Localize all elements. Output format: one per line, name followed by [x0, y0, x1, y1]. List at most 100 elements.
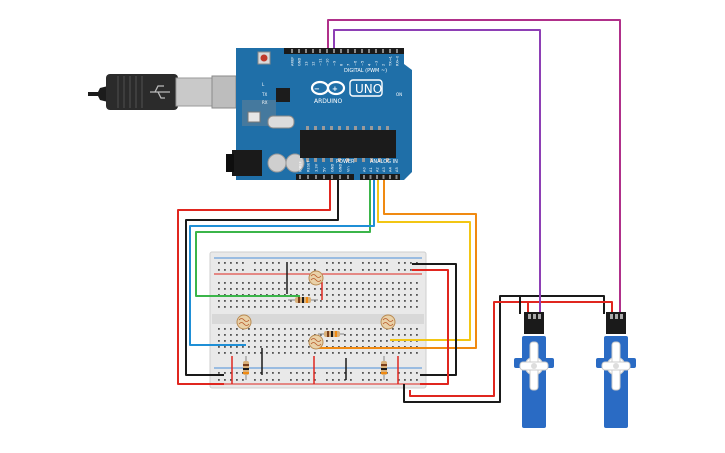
rx-led-label: RX [262, 100, 268, 105]
header-pin[interactable] [361, 49, 363, 53]
pin-label: 3.3V [315, 163, 319, 172]
power-header-label: POWER [336, 159, 355, 165]
arduino-logo-icon [310, 80, 346, 96]
pin-label: 13 [305, 61, 309, 66]
header-pin[interactable] [347, 175, 349, 179]
brand-label: ARDUINO [314, 98, 343, 105]
pin-label: A0 [363, 167, 367, 172]
pin-label: ~6 [354, 60, 358, 66]
header-pin[interactable] [354, 49, 356, 53]
pin-label: IOREF [299, 161, 303, 172]
wire-black-servo-gnd[interactable] [403, 295, 605, 403]
l-led-label: L [262, 82, 265, 87]
pin-label: A3 [382, 167, 386, 172]
analog-header-label: ANALOG IN [370, 159, 398, 165]
header-pin[interactable] [333, 49, 335, 53]
pin-label: A2 [376, 167, 380, 172]
photoresistor[interactable] [308, 270, 324, 286]
usb-chip [276, 88, 290, 102]
header-pin[interactable] [369, 175, 372, 179]
wire-orange-a3[interactable] [314, 180, 477, 349]
pin-label: ~9 [333, 60, 337, 66]
crystal [267, 115, 295, 129]
header-pin[interactable] [299, 175, 301, 179]
pin-label: AREF [291, 57, 295, 66]
usb-icon [150, 85, 170, 99]
pin-label: 2 [382, 64, 386, 66]
breadboard-center-channel [212, 314, 424, 324]
digital-header-label: DIGITAL (PWM ~) [344, 68, 387, 74]
header-pin[interactable] [389, 49, 391, 53]
pin-label: RX←0 [396, 55, 400, 66]
photoresistor[interactable] [308, 334, 324, 350]
pin-label: ~10 [326, 58, 330, 66]
pin-label: TX→1 [389, 56, 393, 67]
pin-label: ~3 [375, 61, 379, 66]
header-pin[interactable] [376, 175, 378, 179]
pin-label: 8 [340, 63, 344, 66]
pin-label: A1 [369, 167, 373, 172]
header-pin[interactable] [368, 49, 370, 53]
svg-text:+: + [332, 85, 338, 93]
wire-red-rail[interactable] [412, 269, 449, 385]
usb-cable[interactable] [88, 74, 237, 110]
resistor[interactable] [243, 356, 249, 380]
power-jack[interactable] [232, 150, 262, 176]
header-pin[interactable] [396, 49, 398, 53]
wire-yellow-a2[interactable] [377, 180, 471, 341]
header-pin[interactable] [382, 49, 384, 53]
pin-label: 12 [312, 61, 316, 66]
header-pin[interactable] [305, 49, 307, 53]
wire-purple-pin9[interactable] [333, 29, 541, 314]
resistor[interactable] [288, 297, 318, 303]
header-pin[interactable] [340, 49, 342, 53]
wire-blue-a1[interactable] [189, 180, 375, 346]
on-led-label: ON [396, 92, 402, 97]
header-pin[interactable] [331, 175, 333, 179]
pin-label: 5V [323, 167, 327, 172]
wire-black-rail[interactable] [412, 263, 457, 376]
pin-label: Vin [347, 166, 351, 172]
header-pin[interactable] [323, 175, 325, 179]
svg-text:−: − [314, 85, 320, 93]
capacitor [285, 153, 305, 173]
header-pin[interactable] [307, 175, 309, 179]
arduino-uno-board[interactable]: − + ARDUINO UNO DIGITAL (PWM ~) POWER AN… [226, 48, 412, 180]
header-pin[interactable] [389, 175, 391, 179]
header-pin[interactable] [291, 49, 293, 53]
resistor[interactable] [318, 331, 344, 337]
digital-header [284, 48, 404, 54]
breadboard[interactable] [209, 251, 427, 389]
servo-motor[interactable] [514, 312, 554, 428]
wire-black-gnd[interactable] [185, 180, 339, 376]
header-pin[interactable] [347, 49, 349, 53]
pin-label: GND [298, 58, 302, 66]
header-pin[interactable] [382, 175, 385, 179]
pin-label: GND [331, 164, 335, 172]
analog-header [360, 174, 400, 180]
header-pin[interactable] [298, 49, 300, 53]
header-pin[interactable] [339, 175, 341, 179]
header-pin[interactable] [319, 49, 321, 53]
wire-red-servo-vcc[interactable] [409, 301, 613, 397]
header-pin[interactable] [363, 175, 365, 179]
wire-magenta-pin10[interactable] [327, 19, 621, 314]
servo-motor[interactable] [596, 312, 636, 428]
capacitor [267, 153, 287, 173]
photoresistor[interactable] [380, 314, 396, 330]
pin-label: A4 [389, 167, 393, 172]
header-pin[interactable] [312, 49, 314, 53]
resistor[interactable] [381, 356, 387, 380]
header-pin[interactable] [395, 175, 398, 179]
photoresistor[interactable] [236, 314, 252, 330]
header-pin[interactable] [315, 175, 317, 179]
header-pin[interactable] [375, 49, 377, 53]
breadboard-holes [218, 262, 418, 381]
model-label: UNO [355, 82, 382, 96]
wire-red-5v[interactable] [177, 180, 331, 385]
header-pin[interactable] [326, 49, 328, 53]
pin-label: 7 [347, 64, 351, 66]
wire-green-a0[interactable] [195, 180, 371, 297]
